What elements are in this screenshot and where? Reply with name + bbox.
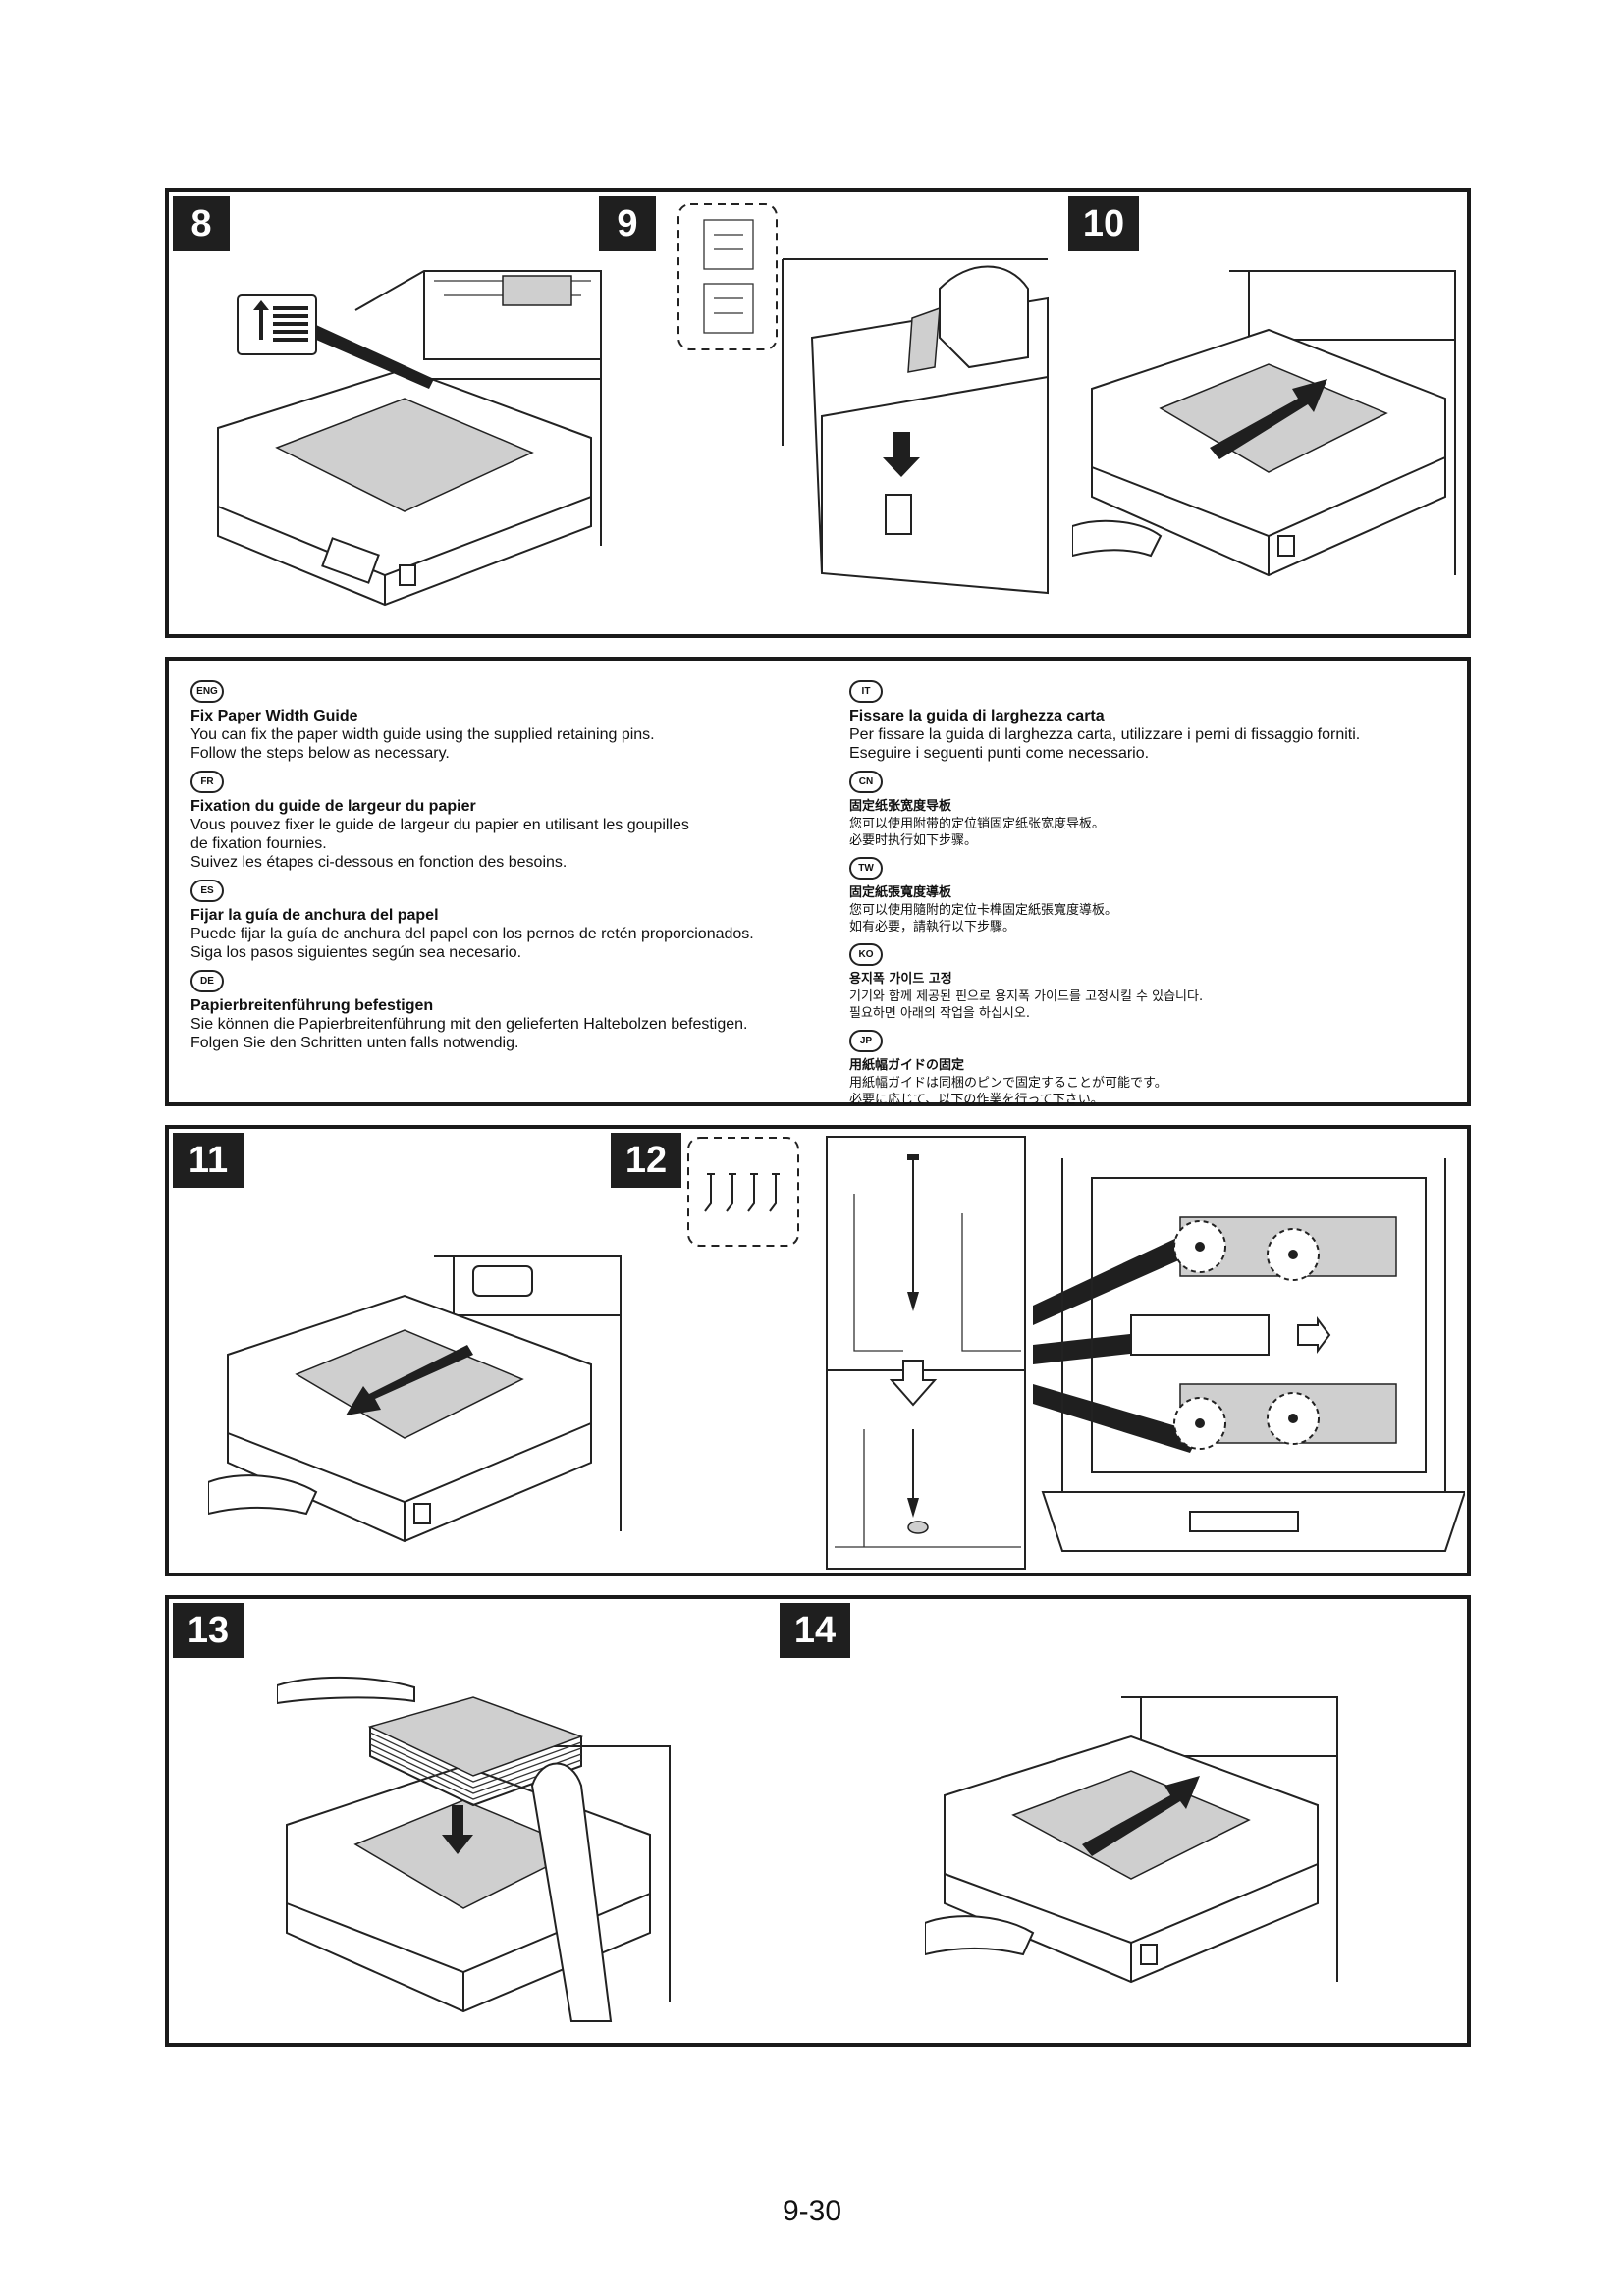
- step-11-illustration: [208, 1255, 622, 1543]
- lang-title-jp: 用紙幅ガイドの固定: [849, 1058, 965, 1073]
- step-8-illustration: [217, 270, 602, 607]
- step-12-detail-inset: [826, 1136, 1026, 1570]
- lang-block-cn: CN 固定纸张宽度导板 您可以使用附带的定位销固定纸张宽度导板。 必要时执行如下…: [849, 771, 1458, 849]
- steps-13-14-panel: 13 14: [165, 1595, 1471, 2047]
- step-13-illustration: [277, 1677, 671, 2022]
- lang-badge-ko: KO: [849, 943, 883, 966]
- lang-block-es: ES Fijar la guía de anchura del papel Pu…: [190, 880, 819, 962]
- lang-title-eng: Fix Paper Width Guide: [190, 708, 358, 724]
- lang-body-eng: You can fix the paper width guide using …: [190, 726, 655, 762]
- instructions-left-column: ENG Fix Paper Width Guide You can fix th…: [190, 680, 819, 1060]
- lang-block-jp: JP 用紙幅ガイドの固定 用紙幅ガイドは同梱のピンで固定することが可能です。 必…: [849, 1030, 1458, 1108]
- step-13-number: 13: [173, 1603, 244, 1658]
- lang-body-jp: 用紙幅ガイドは同梱のピンで固定することが可能です。 必要に応じて、以下の作業を行…: [849, 1076, 1167, 1107]
- lang-title-de: Papierbreitenführung befestigen: [190, 997, 434, 1014]
- step-10-number: 10: [1068, 196, 1139, 251]
- steps-8-10-panel: 8 9 10: [165, 188, 1471, 638]
- lang-body-tw: 您可以使用隨附的定位卡榫固定紙張寬度導板。 如有必要，請執行以下步驟。: [849, 903, 1118, 934]
- lang-body-it: Per fissare la guida di larghezza carta,…: [849, 726, 1361, 762]
- instructions-panel: ENG Fix Paper Width Guide You can fix th…: [165, 657, 1471, 1107]
- page-number: 9-30: [782, 2195, 842, 2227]
- instructions-right-column: IT Fissare la guida di larghezza carta P…: [849, 680, 1458, 1116]
- lang-title-ko: 용지폭 가이드 고정: [849, 972, 952, 987]
- step-10-illustration: [1072, 270, 1456, 577]
- lang-badge-it: IT: [849, 680, 883, 703]
- lang-block-ko: KO 용지폭 가이드 고정 기기와 함께 제공된 핀으로 용지폭 가이드를 고정…: [849, 943, 1458, 1022]
- lang-body-cn: 您可以使用附带的定位销固定纸张宽度导板。 必要时执行如下步骤。: [849, 817, 1106, 848]
- step-9-illustration: [677, 203, 1049, 595]
- lang-block-eng: ENG Fix Paper Width Guide You can fix th…: [190, 680, 819, 763]
- step-12-tray-top-view: [1033, 1158, 1465, 1552]
- steps-11-12-panel: 11 12: [165, 1125, 1471, 1576]
- step-8-number: 8: [173, 196, 230, 251]
- lang-body-ko: 기기와 함께 제공된 핀으로 용지폭 가이드를 고정시킬 수 있습니다. 필요하…: [849, 989, 1204, 1021]
- lang-body-de: Sie können die Papierbreitenführung mit …: [190, 1016, 748, 1051]
- lang-badge-jp: JP: [849, 1030, 883, 1052]
- lang-badge-fr: FR: [190, 771, 224, 793]
- step-14-number: 14: [780, 1603, 850, 1658]
- lang-block-de: DE Papierbreitenführung befestigen Sie k…: [190, 970, 819, 1052]
- retaining-pin-icon: [704, 1173, 780, 1212]
- lang-block-it: IT Fissare la guida di larghezza carta P…: [849, 680, 1458, 763]
- lang-badge-es: ES: [190, 880, 224, 902]
- step-14-illustration: [925, 1696, 1338, 1984]
- lang-title-it: Fissare la guida di larghezza carta: [849, 708, 1105, 724]
- lang-title-fr: Fixation du guide de largeur du papier: [190, 798, 476, 815]
- step-12-number: 12: [611, 1133, 681, 1188]
- step-12-pins-callout: [687, 1137, 799, 1247]
- lang-badge-cn: CN: [849, 771, 883, 793]
- lang-title-tw: 固定紙張寬度導板: [849, 885, 952, 900]
- lang-badge-eng: ENG: [190, 680, 224, 703]
- step-9-number: 9: [599, 196, 656, 251]
- lang-block-tw: TW 固定紙張寬度導板 您可以使用隨附的定位卡榫固定紙張寬度導板。 如有必要，請…: [849, 857, 1458, 935]
- lang-body-es: Puede fijar la guía de anchura del papel…: [190, 926, 754, 961]
- lang-badge-tw: TW: [849, 857, 883, 880]
- lang-block-fr: FR Fixation du guide de largeur du papie…: [190, 771, 819, 872]
- lang-title-es: Fijar la guía de anchura del papel: [190, 907, 439, 924]
- lang-title-cn: 固定纸张宽度导板: [849, 799, 952, 814]
- lang-body-fr: Vous pouvez fixer le guide de largeur du…: [190, 817, 689, 871]
- step-11-number: 11: [173, 1133, 244, 1188]
- lang-badge-de: DE: [190, 970, 224, 992]
